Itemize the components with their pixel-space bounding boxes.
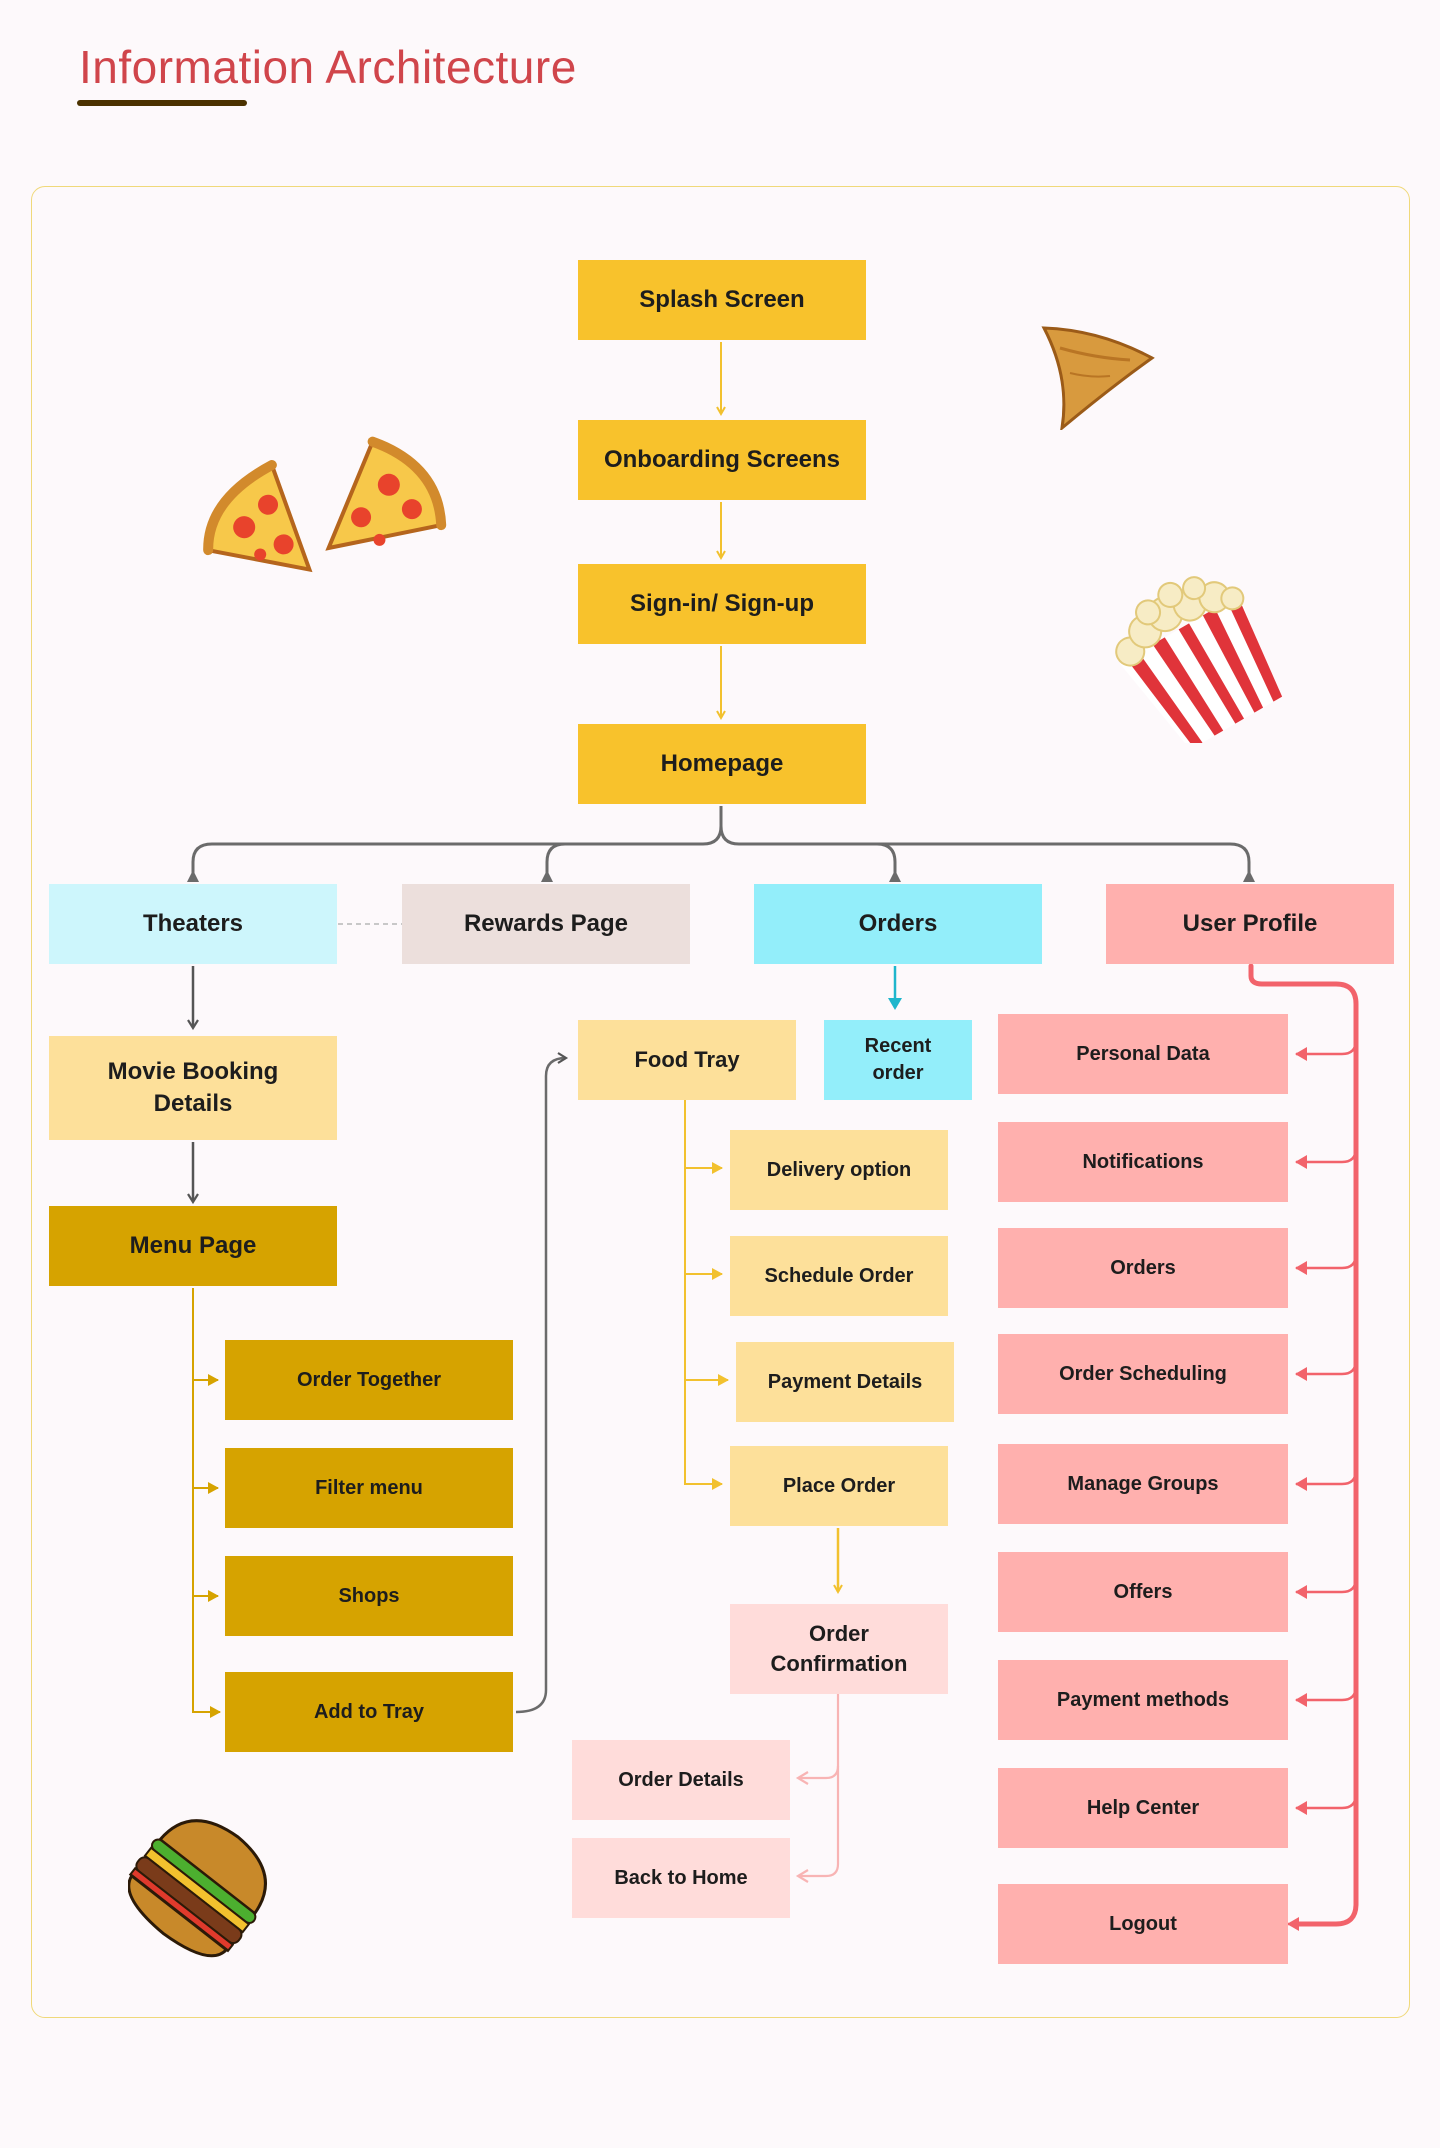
theaters-node: Theaters <box>49 884 337 964</box>
shops-node: Shops <box>225 1556 513 1636</box>
user-profile-node: User Profile <box>1106 884 1394 964</box>
recent-order-node: Recent order <box>824 1020 972 1100</box>
notifications-node: Notifications <box>998 1122 1288 1202</box>
order-together-node: Order Together <box>225 1340 513 1420</box>
back-to-home-node: Back to Home <box>572 1838 790 1918</box>
movie-booking-details-node: Movie Booking Details <box>49 1036 337 1140</box>
page-title: Information Architecture <box>79 41 577 93</box>
order-details-node: Order Details <box>572 1740 790 1820</box>
burger-icon <box>128 1819 267 1958</box>
homepage-node: Homepage <box>578 724 866 804</box>
onboarding-screens-node: Onboarding Screens <box>578 420 866 500</box>
food-tray-node: Food Tray <box>578 1020 796 1100</box>
signin-signup-node: Sign-in/ Sign-up <box>578 564 866 644</box>
profile-orders-node: Orders <box>998 1228 1288 1308</box>
popcorn-icon <box>1115 576 1283 743</box>
samosa-icon <box>1041 326 1155 430</box>
place-order-node: Place Order <box>730 1446 948 1526</box>
add-to-tray-node: Add to Tray <box>225 1672 513 1752</box>
menu-page-node: Menu Page <box>49 1206 337 1286</box>
payment-details-node: Payment Details <box>736 1342 954 1422</box>
personal-data-node: Personal Data <box>998 1014 1288 1094</box>
schedule-order-node: Schedule Order <box>730 1236 948 1316</box>
order-confirmation-node: Order Confirmation <box>730 1604 948 1694</box>
pizza-icon <box>203 436 447 573</box>
offers-node: Offers <box>998 1552 1288 1632</box>
rewards-page-node: Rewards Page <box>402 884 690 964</box>
orders-node: Orders <box>754 884 1042 964</box>
payment-methods-node: Payment methods <box>998 1660 1288 1740</box>
order-scheduling-node: Order Scheduling <box>998 1334 1288 1414</box>
manage-groups-node: Manage Groups <box>998 1444 1288 1524</box>
splash-screen-node: Splash Screen <box>578 260 866 340</box>
title-underline <box>77 100 247 106</box>
help-center-node: Help Center <box>998 1768 1288 1848</box>
logout-node: Logout <box>998 1884 1288 1964</box>
filter-menu-node: Filter menu <box>225 1448 513 1528</box>
delivery-option-node: Delivery option <box>730 1130 948 1210</box>
